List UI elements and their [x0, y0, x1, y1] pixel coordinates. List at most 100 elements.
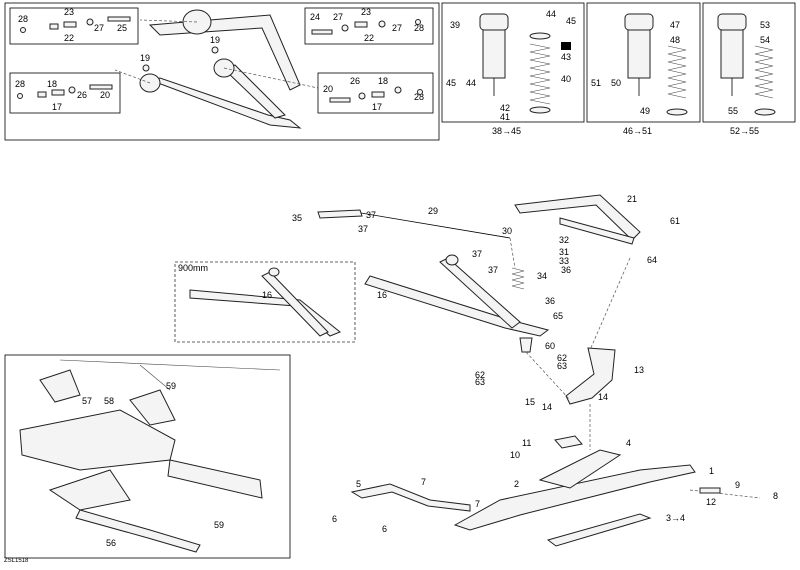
label: 22 — [64, 33, 74, 43]
label: 63 — [475, 377, 485, 387]
label: 65 — [553, 311, 563, 321]
label: 31 — [559, 247, 569, 257]
label: 1 — [709, 466, 714, 476]
label: 34 — [537, 271, 547, 281]
label: 10 — [510, 450, 520, 460]
label: 27 — [333, 12, 343, 22]
label: 48 — [670, 35, 680, 45]
label: 55 — [728, 106, 738, 116]
label: 53 — [760, 20, 770, 30]
label: 59 — [214, 520, 224, 530]
label: 26 — [350, 76, 360, 86]
label: 28 — [15, 79, 25, 89]
label: 33 — [559, 256, 569, 266]
label: 25 — [117, 23, 127, 33]
label: 62 — [557, 353, 567, 363]
label: 28 — [414, 92, 424, 102]
label: 14 — [542, 402, 552, 412]
label: 60 — [545, 341, 555, 351]
label: 27 — [392, 23, 402, 33]
label: 37 — [488, 265, 498, 275]
label: 22 — [364, 33, 374, 43]
footer-code: ZSL1518 — [4, 558, 29, 564]
label: 6 — [332, 514, 337, 524]
label: 4 — [626, 438, 631, 448]
label: 40 — [561, 74, 571, 84]
panel-shock-a: 39 44 45 43 40 45 44 42 41 38→45 — [441, 2, 585, 136]
label: 44 — [546, 9, 556, 19]
label: 45 — [566, 16, 576, 26]
label: 19 — [140, 53, 150, 63]
label: 36 — [545, 296, 555, 306]
label: 18 — [47, 79, 57, 89]
label: 17 — [52, 102, 62, 112]
label: 56 — [106, 538, 116, 548]
label: 9 — [735, 480, 740, 490]
label: 51 — [591, 78, 601, 88]
panel-shock-b: 47 48 51 50 49 46→51 — [586, 2, 701, 136]
label: 6 — [382, 524, 387, 534]
label: 32 — [559, 235, 569, 245]
panel-shock-c: 53 54 55 52→55 — [702, 2, 796, 136]
label: 50 — [611, 78, 621, 88]
label: 29 — [428, 206, 438, 216]
label: 24 — [310, 12, 320, 22]
label: 37 — [366, 210, 376, 220]
label: 18 — [378, 76, 388, 86]
panel-main-assembly: 21 61 29 35 37 37 30 32 31 33 37 36 34 3… — [292, 194, 778, 547]
label: 15 — [525, 397, 535, 407]
label: 11 — [522, 438, 531, 448]
label: 16 — [262, 290, 272, 300]
range-label: 38→45 — [492, 126, 521, 136]
label: 20 — [100, 90, 110, 100]
label: 62 — [475, 370, 485, 380]
label: 45 — [446, 78, 456, 88]
label: 21 — [627, 194, 637, 204]
label: 49 — [640, 106, 650, 116]
label: 27 — [94, 23, 104, 33]
label: 63 — [557, 361, 567, 371]
label: 5 — [356, 479, 361, 489]
label: 26 — [77, 90, 87, 100]
label: 2 — [514, 479, 519, 489]
label: 28 — [414, 23, 424, 33]
label: 36 — [561, 265, 571, 275]
label: 12 — [706, 497, 716, 507]
label: 61 — [670, 216, 680, 226]
range-label: 46→51 — [623, 126, 652, 136]
label: 7 — [475, 499, 480, 509]
label: 17 — [372, 102, 382, 112]
range-label: 52→55 — [730, 126, 759, 136]
label: 35 — [292, 213, 302, 223]
label: 28 — [18, 14, 28, 24]
label: 20 — [323, 84, 333, 94]
label: 30 — [502, 226, 512, 236]
label: 13 — [634, 365, 644, 375]
label: 47 — [670, 20, 680, 30]
label: 14 — [598, 392, 608, 402]
variant-title: 900mm — [178, 263, 208, 273]
label: 39 — [450, 20, 460, 30]
label: 7 — [421, 477, 426, 487]
label: 57 — [82, 396, 92, 406]
panel-inset-frame: 59 57 58 59 56 — [4, 354, 291, 559]
label: 58 — [104, 396, 114, 406]
panel-upper-arm: 28 23 27 25 22 24 27 23 28 27 22 28 18 2… — [4, 2, 440, 141]
label: 37 — [358, 224, 368, 234]
label: 54 — [760, 35, 770, 45]
label: 42 — [500, 103, 510, 113]
label: 8 — [773, 491, 778, 501]
label: 23 — [64, 7, 74, 17]
panel-900mm-variant: 900mm 16 — [174, 261, 356, 343]
label: 59 — [166, 381, 176, 391]
label: 3→4 — [666, 513, 685, 523]
label: 23 — [361, 7, 371, 17]
label: 19 — [210, 35, 220, 45]
label: 41 — [500, 112, 510, 122]
label: 43 — [561, 52, 571, 62]
label: 16 — [377, 290, 387, 300]
label: 44 — [466, 78, 476, 88]
label: 37 — [472, 249, 482, 259]
